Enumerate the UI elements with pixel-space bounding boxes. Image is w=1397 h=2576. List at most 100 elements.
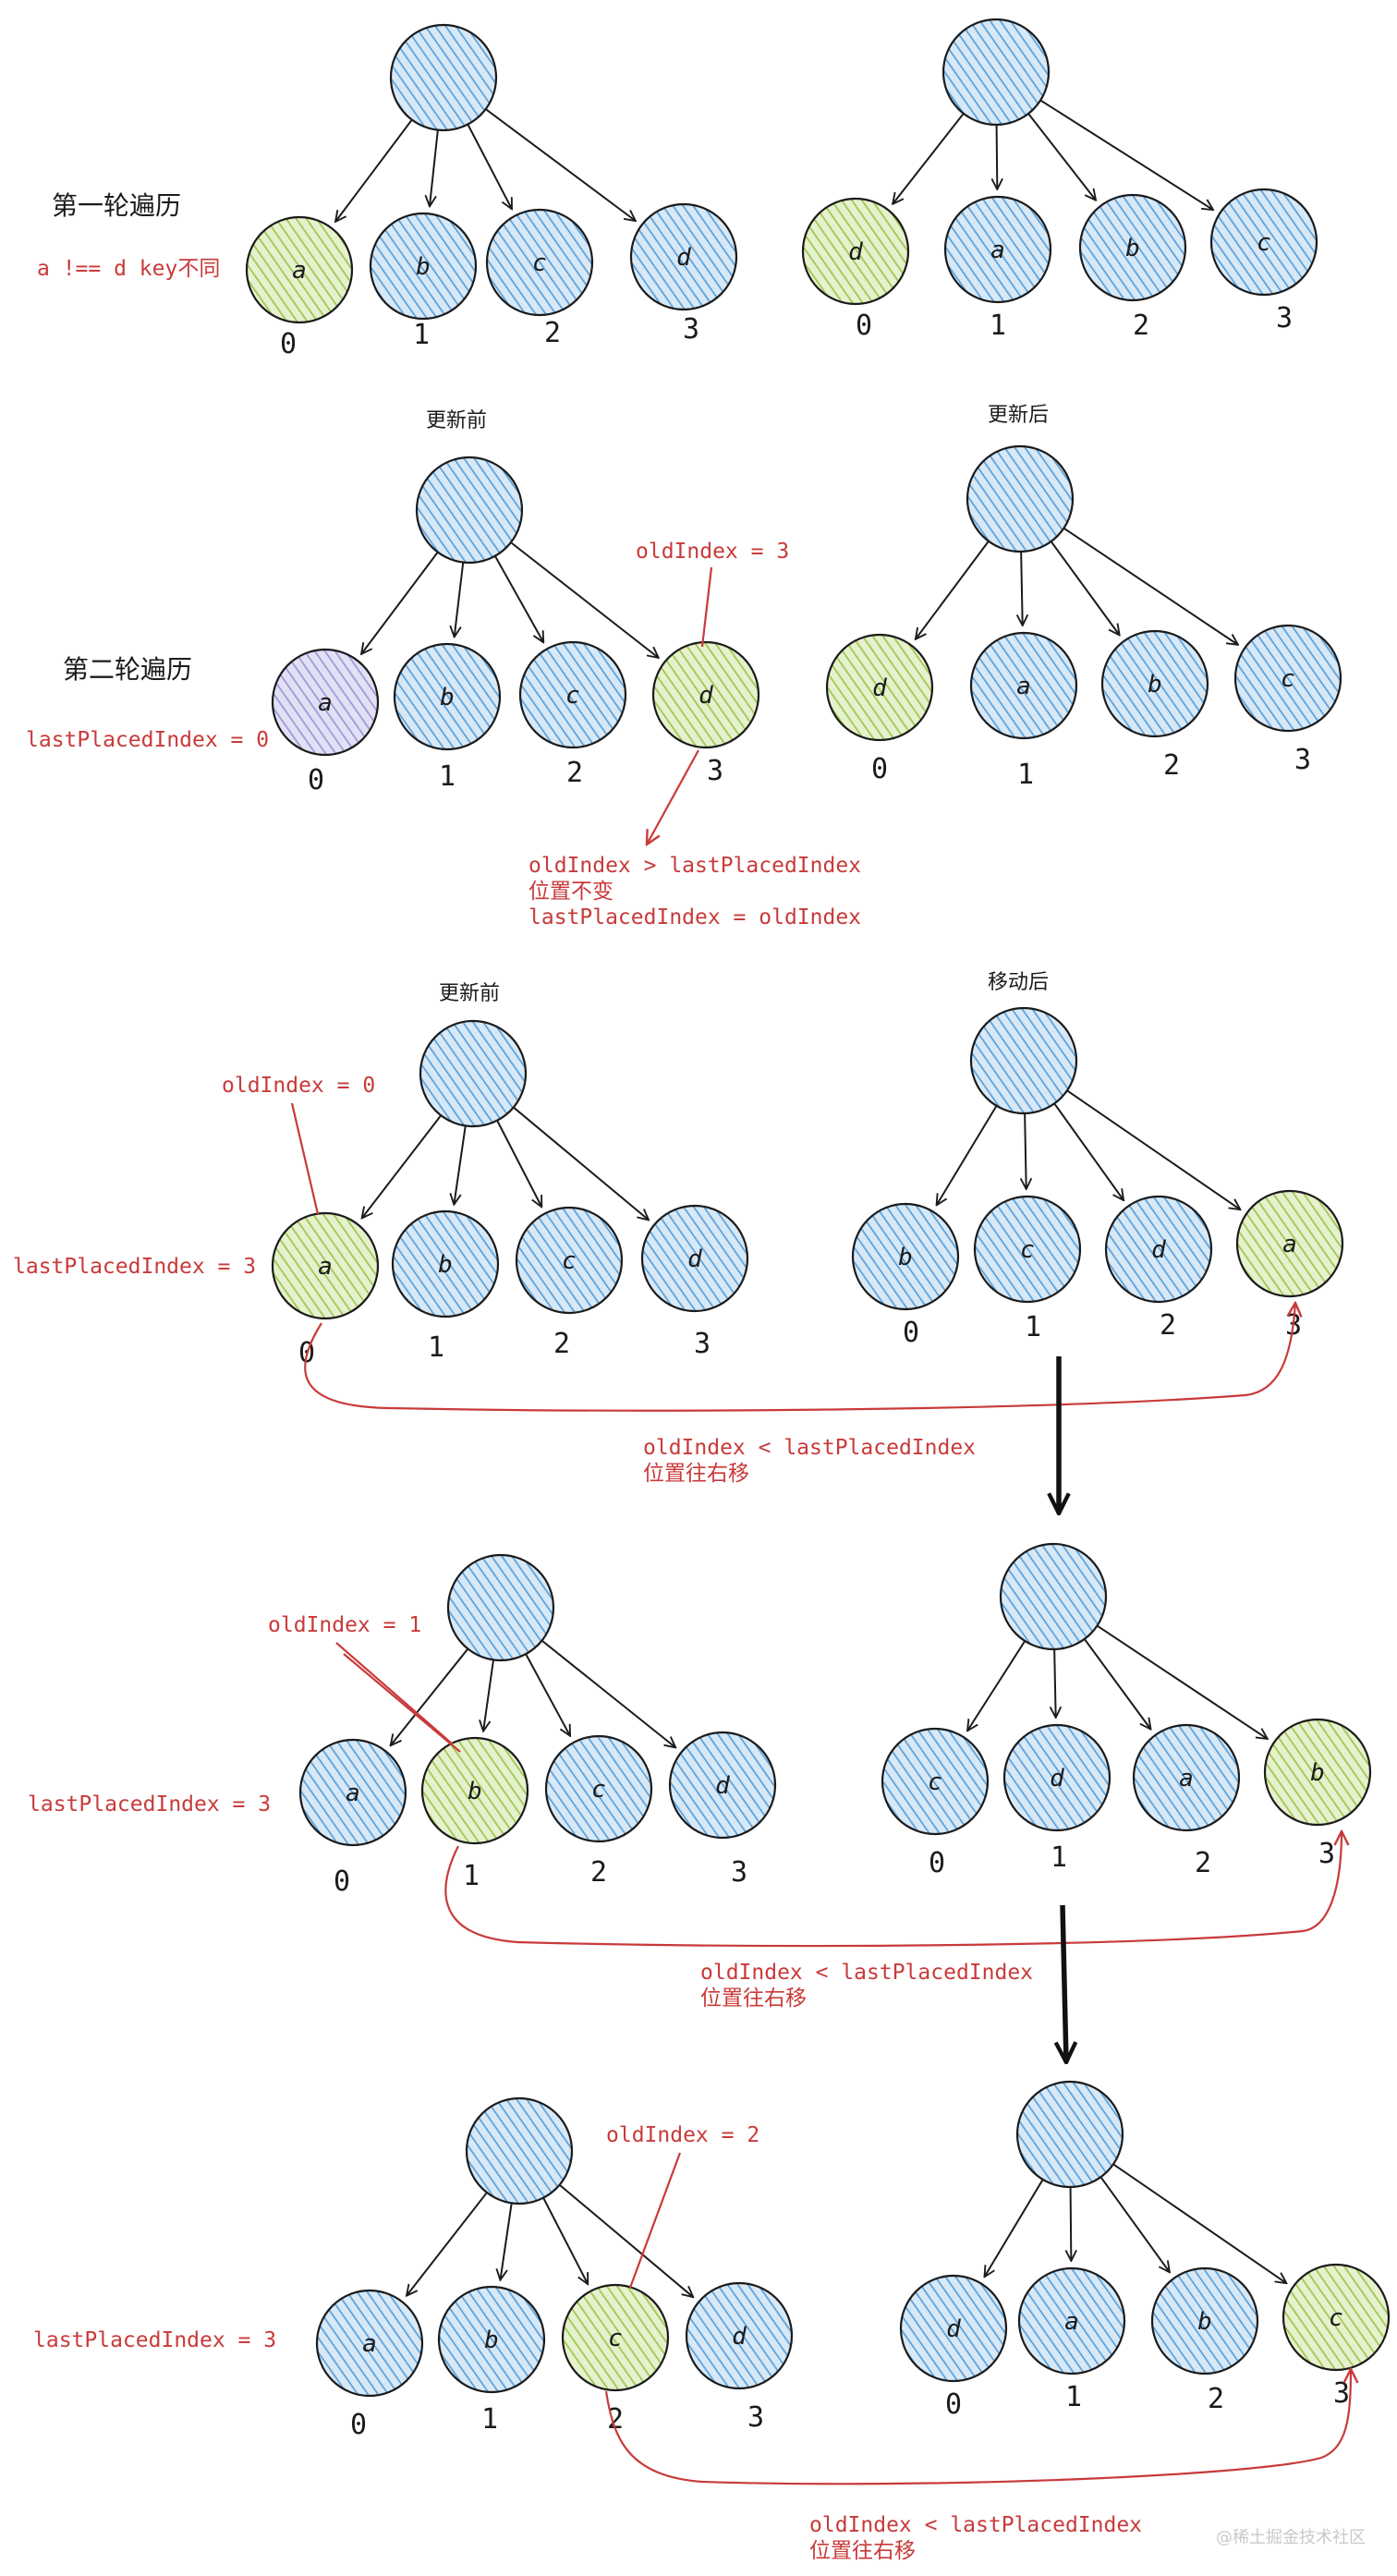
s3-left-node-label-b: b xyxy=(468,1778,482,1805)
s1-right-node-b xyxy=(1100,629,1209,738)
s0-left-edge-0 xyxy=(335,115,416,222)
s2-left-edge-0 xyxy=(362,1112,444,1218)
s3-right-index-0: 0 xyxy=(929,1847,945,1879)
s3-left-node-a xyxy=(298,1738,407,1847)
s2-move-curve xyxy=(304,1303,1295,1412)
s4-move-curve xyxy=(604,2369,1351,2485)
s0-right-index-2: 2 xyxy=(1133,310,1149,342)
s0-left-node-c xyxy=(485,208,594,317)
s3-result-1: 位置往右移 xyxy=(700,1987,807,2011)
s2-result-1: 位置往右移 xyxy=(643,1462,749,1486)
s0-right-node-d xyxy=(801,197,910,306)
s2-result-0: oldIndex < lastPlacedIndex xyxy=(643,1436,976,1460)
s2-left-node-a xyxy=(271,1211,380,1320)
s0-left-node-a xyxy=(245,215,354,324)
s2-right-node-label-d: d xyxy=(1151,1236,1166,1264)
s4-right-index-0: 0 xyxy=(945,2388,962,2421)
s3-left-index-3: 3 xyxy=(731,1856,747,1889)
s1-left-node-label-d: d xyxy=(698,682,713,710)
s3-left-node-c xyxy=(544,1734,653,1843)
s1-left-index-0: 0 xyxy=(308,764,324,796)
s2-left-index-3: 3 xyxy=(694,1328,711,1360)
s4-right-node-c xyxy=(1282,2263,1391,2372)
s1-left-edge-3 xyxy=(507,539,659,658)
s0-right-node-label-b: b xyxy=(1125,235,1140,262)
s3-right-node-label-b: b xyxy=(1310,1759,1325,1787)
s2-left-node-label-b: b xyxy=(438,1251,453,1279)
s2-left-node-label-a: a xyxy=(318,1253,333,1281)
s4-right-index-2: 2 xyxy=(1208,2383,1224,2415)
s2-pointer-line xyxy=(290,1102,320,1215)
s1-right-edge-3 xyxy=(1060,525,1238,644)
s1-result-1: 位置不变 xyxy=(528,880,613,904)
s0-left-index-2: 2 xyxy=(544,317,561,349)
s4-left-node-b xyxy=(437,2285,546,2394)
s3-right-edge-0 xyxy=(967,1637,1028,1732)
s3-left-edge-2 xyxy=(523,1650,570,1736)
s1-right-index-2: 2 xyxy=(1163,749,1180,782)
s2-right-node-b xyxy=(851,1202,960,1311)
s2-pointer-label: oldIndex = 0 xyxy=(222,1074,375,1098)
s0-right-node-label-c: c xyxy=(1257,229,1271,257)
s0-left-node-label-a: a xyxy=(292,257,307,285)
s4-left-edge-3 xyxy=(555,2181,694,2297)
s3-left-root-node xyxy=(446,1553,555,1662)
s1-right-node-label-d: d xyxy=(872,674,887,702)
s3-right-node-b xyxy=(1263,1718,1372,1827)
s3-note: lastPlacedIndex = 3 xyxy=(28,1792,271,1817)
s2-left-node-c xyxy=(515,1206,624,1315)
s2-left-edge-2 xyxy=(494,1116,541,1207)
s3-right-node-d xyxy=(1002,1723,1112,1832)
s0-left-node-label-b: b xyxy=(416,253,431,281)
s1-left-node-d xyxy=(651,640,760,749)
tree-edges xyxy=(335,97,1287,2297)
s1-right-index-3: 3 xyxy=(1294,744,1311,776)
s1-note: lastPlacedIndex = 0 xyxy=(26,728,269,752)
s3-right-edge-2 xyxy=(1081,1635,1150,1730)
s2-right-caption: 移动后 xyxy=(988,971,1049,994)
s3-right-node-label-d: d xyxy=(1050,1765,1064,1792)
s1-left-node-b xyxy=(393,642,502,751)
s3-right-node-label-c: c xyxy=(928,1768,942,1796)
s1-right-node-label-c: c xyxy=(1281,665,1295,693)
s0-left-node-b xyxy=(369,212,478,321)
s1-right-node-a xyxy=(969,631,1078,740)
s0-right-edge-1 xyxy=(997,120,998,189)
s0-left-edge-3 xyxy=(481,105,635,221)
s0-left-index-0: 0 xyxy=(280,328,297,360)
s4-right-edge-0 xyxy=(984,2175,1046,2277)
s3-right-edge-1 xyxy=(1054,1645,1056,1718)
s3-left-edge-3 xyxy=(538,1637,675,1747)
s1-pointer-label: oldIndex = 3 xyxy=(636,540,789,564)
s2-right-edge-2 xyxy=(1051,1100,1124,1200)
s0-left-edge-1 xyxy=(430,126,440,207)
s4-left-index-0: 0 xyxy=(350,2409,367,2441)
s0-right-node-label-d: d xyxy=(848,238,863,266)
s1-left-node-c xyxy=(518,640,627,749)
s4-right-node-label-a: a xyxy=(1064,2308,1079,2336)
s4-right-index-1: 1 xyxy=(1065,2381,1082,2413)
s3-pointer-line-a xyxy=(335,1642,454,1745)
s4-left-index-3: 3 xyxy=(747,2401,764,2434)
s4-right-node-label-b: b xyxy=(1197,2308,1212,2336)
s1-right-edge-2 xyxy=(1048,538,1119,636)
s1-left-node-label-b: b xyxy=(440,684,455,711)
s4-right-node-b xyxy=(1150,2266,1259,2376)
s2-left-edge-1 xyxy=(454,1122,468,1204)
s4-right-node-label-c: c xyxy=(1329,2304,1343,2332)
s4-result-0: oldIndex < lastPlacedIndex xyxy=(809,2513,1142,2537)
s4-left-node-label-c: c xyxy=(608,2325,623,2352)
s0-left-root-node xyxy=(389,23,498,132)
s4-right-edge-3 xyxy=(1110,2161,1287,2283)
s2-left-index-2: 2 xyxy=(553,1328,570,1360)
s2-right-edge-3 xyxy=(1063,1088,1241,1209)
s0-note: a !== d key不同 xyxy=(37,257,220,281)
s0-left-index-3: 3 xyxy=(683,313,699,346)
s0-left-node-label-d: d xyxy=(676,244,691,272)
s3-right-index-3: 3 xyxy=(1318,1838,1335,1870)
s4-left-node-c xyxy=(561,2283,670,2392)
s4-right-node-d xyxy=(899,2274,1008,2383)
s0-right-node-c xyxy=(1209,188,1318,297)
s2-right-node-c xyxy=(973,1195,1082,1304)
